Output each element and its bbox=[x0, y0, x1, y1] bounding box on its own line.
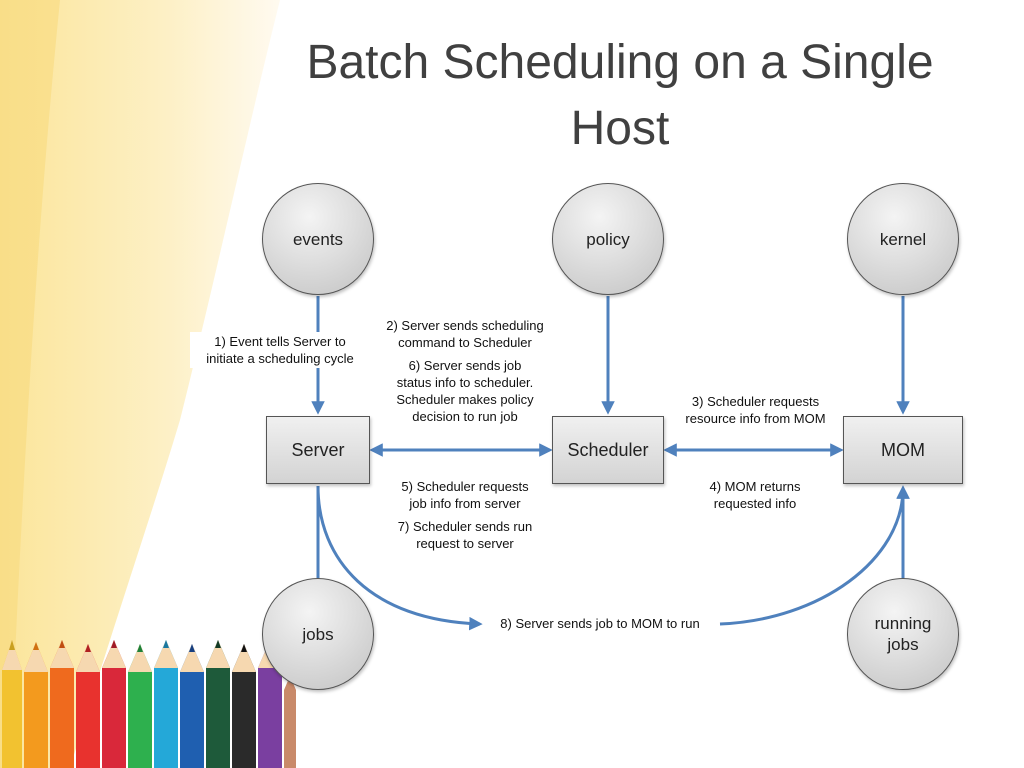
step-4-label: 4) MOM returns requested info bbox=[675, 478, 835, 512]
node-running-jobs-label-1: running bbox=[874, 614, 932, 633]
step-3-line-1: 3) Scheduler requests bbox=[691, 394, 820, 409]
yellow-corner-highlight bbox=[0, 0, 60, 768]
node-jobs-label: jobs bbox=[302, 624, 334, 644]
node-mom: MOM bbox=[843, 416, 963, 484]
node-events: events bbox=[262, 183, 374, 295]
node-scheduler-label: Scheduler bbox=[567, 439, 649, 460]
pencil-10 bbox=[232, 644, 256, 768]
step-1-line-2: initiate a scheduling cycle bbox=[206, 351, 354, 366]
step-3-line-2: resource info from MOM bbox=[685, 411, 826, 426]
node-jobs: jobs bbox=[262, 578, 374, 690]
step-2-label: 2) Server sends scheduling command to Sc… bbox=[370, 317, 560, 351]
step-5-line-1: 5) Scheduler requests bbox=[401, 479, 529, 494]
node-server: Server bbox=[266, 416, 370, 484]
pencil-6 bbox=[128, 644, 152, 768]
arrow-job-label-to-mom bbox=[719, 485, 910, 626]
node-mom-label: MOM bbox=[881, 439, 925, 460]
pencil-4 bbox=[76, 644, 100, 768]
node-kernel: kernel bbox=[847, 183, 959, 295]
step-8-line-1: 8) Server sends job to MOM to run bbox=[500, 616, 700, 631]
arrow-server-to-job-label bbox=[316, 485, 483, 631]
title-line-2: Host bbox=[570, 102, 670, 155]
step-2-line-2: command to Scheduler bbox=[398, 335, 532, 350]
step-6-label: 6) Server sends job status info to sched… bbox=[370, 357, 560, 425]
step-3-label: 3) Scheduler requests resource info from… bbox=[668, 393, 843, 427]
pencil-9 bbox=[206, 640, 230, 768]
colored-pencils-icon bbox=[2, 640, 296, 768]
step-6-line-4: decision to run job bbox=[412, 409, 518, 424]
slide-title: Batch Scheduling on a Single Host bbox=[280, 30, 960, 162]
step-6-line-3: Scheduler makes policy bbox=[396, 392, 534, 407]
step-1-line-1: 1) Event tells Server to bbox=[214, 334, 346, 349]
step-6-line-2: status info to scheduler. bbox=[396, 375, 534, 390]
pencil-12 bbox=[284, 676, 296, 768]
step-8-label: 8) Server sends job to MOM to run bbox=[484, 615, 716, 632]
node-scheduler: Scheduler bbox=[552, 416, 664, 484]
yellow-corner-shape bbox=[0, 0, 280, 768]
step-7-line-2: request to server bbox=[416, 536, 514, 551]
node-events-label: events bbox=[292, 229, 344, 249]
step-7-label: 7) Scheduler sends run request to server bbox=[370, 518, 560, 552]
pencil-7 bbox=[154, 640, 178, 768]
title-line-1: Batch Scheduling on a Single bbox=[306, 36, 934, 89]
step-5-label: 5) Scheduler requests job info from serv… bbox=[370, 478, 560, 512]
step-2-line-1: 2) Server sends scheduling bbox=[386, 318, 544, 333]
node-policy-label: policy bbox=[586, 229, 630, 249]
node-running-jobs-label-2: jobs bbox=[887, 635, 919, 654]
pencil-3 bbox=[50, 640, 74, 768]
step-6-line-1: 6) Server sends job bbox=[408, 358, 522, 373]
pencil-5 bbox=[102, 640, 126, 768]
node-server-label: Server bbox=[291, 439, 345, 460]
pencil-1 bbox=[2, 640, 22, 768]
pencil-8 bbox=[180, 644, 204, 768]
node-policy: policy bbox=[552, 183, 664, 295]
step-7-line-1: 7) Scheduler sends run bbox=[397, 519, 533, 534]
step-1-label: 1) Event tells Server to initiate a sche… bbox=[190, 332, 370, 368]
node-kernel-label: kernel bbox=[879, 229, 927, 249]
step-5-line-2: job info from server bbox=[409, 496, 521, 511]
pencil-2 bbox=[24, 642, 48, 768]
node-running-jobs: running jobs bbox=[847, 578, 959, 690]
step-4-line-2: requested info bbox=[713, 496, 797, 511]
step-4-line-1: 4) MOM returns bbox=[709, 479, 801, 494]
